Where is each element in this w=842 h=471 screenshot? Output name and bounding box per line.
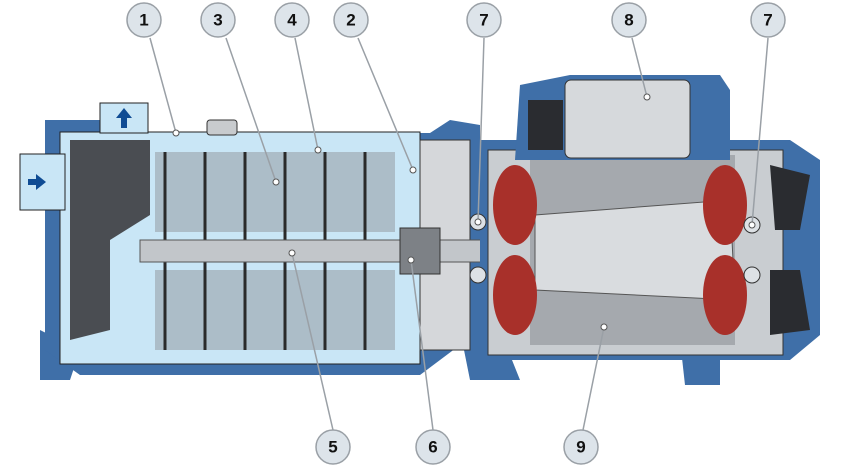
callout-5: 5 bbox=[315, 429, 351, 465]
motor bbox=[469, 140, 820, 360]
callouts bbox=[149, 37, 769, 431]
callout-9: 9 bbox=[563, 429, 599, 465]
inlet-port bbox=[19, 153, 66, 211]
arrow-right-icon bbox=[28, 174, 46, 190]
mechanical-seal bbox=[399, 227, 441, 275]
callout-label: 1 bbox=[139, 11, 148, 30]
callout-3: 3 bbox=[200, 2, 236, 38]
outlet-port bbox=[99, 102, 149, 134]
callout-7-front-bearing: 7 bbox=[466, 2, 502, 38]
callout-label: 5 bbox=[328, 438, 337, 457]
callout-4: 4 bbox=[274, 2, 310, 38]
arrow-up-icon bbox=[116, 108, 132, 128]
callout-label: 2 bbox=[346, 11, 355, 30]
callout-8: 8 bbox=[611, 2, 647, 38]
callout-label: 3 bbox=[213, 11, 222, 30]
callout-label: 7 bbox=[479, 11, 488, 30]
callout-2: 2 bbox=[333, 2, 369, 38]
callout-label: 9 bbox=[576, 438, 585, 457]
callout-6: 6 bbox=[415, 429, 451, 465]
callout-anchors bbox=[172, 93, 756, 331]
callout-1: 1 bbox=[126, 2, 162, 38]
callout-label: 8 bbox=[624, 11, 633, 30]
callout-label: 6 bbox=[428, 438, 437, 457]
terminal-box bbox=[515, 75, 730, 160]
impeller-stages bbox=[155, 152, 395, 350]
callout-7-rear-bearing: 7 bbox=[750, 2, 786, 38]
callout-label: 4 bbox=[287, 11, 297, 30]
callout-label: 7 bbox=[763, 11, 772, 30]
plug bbox=[206, 119, 238, 136]
